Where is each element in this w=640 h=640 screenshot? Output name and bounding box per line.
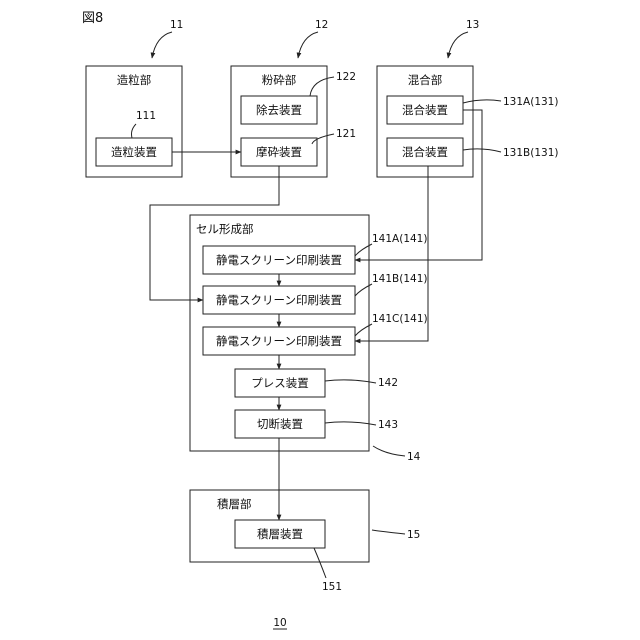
stacking-unit-ref: 15 — [407, 529, 420, 541]
printer-c-label: 静電スクリーン印刷装置 — [216, 334, 342, 348]
granulation-device-label: 造粒装置 — [111, 145, 157, 159]
mixer-b-ref: 131B(131) — [503, 147, 558, 159]
removal-device-label: 除去装置 — [256, 103, 302, 117]
stacking-unit-leader — [372, 530, 405, 534]
printer-c-ref: 141C(141) — [372, 313, 428, 325]
removal-device-ref: 122 — [336, 71, 356, 83]
grinding-unit-leader — [298, 32, 318, 58]
figure-number: 10 — [273, 617, 286, 629]
mixer-a-label: 混合装置 — [402, 103, 448, 117]
mixing-unit-ref: 13 — [466, 19, 479, 31]
printer-b-label: 静電スクリーン印刷装置 — [216, 293, 342, 307]
printer-b-ref: 141B(141) — [372, 273, 427, 285]
press-device-label: プレス装置 — [251, 376, 309, 390]
crusher-device-ref: 121 — [336, 128, 356, 140]
mixer-a-ref: 131A(131) — [503, 96, 558, 108]
grinding-unit: 粉砕部 除去装置 摩砕装置 — [231, 66, 327, 177]
printer-a-label: 静電スクリーン印刷装置 — [216, 253, 342, 267]
granulation-unit-title: 造粒部 — [117, 73, 152, 87]
mixing-unit-title: 混合部 — [408, 73, 443, 87]
mixer-b-label: 混合装置 — [402, 145, 448, 159]
cutter-device-ref: 143 — [378, 419, 398, 431]
stacking-device-label: 積層装置 — [257, 527, 303, 541]
stacking-device-ref: 151 — [322, 581, 342, 593]
press-device-ref: 142 — [378, 377, 398, 389]
granulation-unit: 造粒部 造粒装置 — [86, 66, 182, 177]
cell-forming-unit-ref: 14 — [407, 451, 421, 463]
grinding-unit-ref: 12 — [315, 19, 328, 31]
granulation-unit-leader — [152, 32, 172, 58]
cell-forming-unit-title: セル形成部 — [196, 222, 254, 236]
grinding-unit-title: 粉砕部 — [262, 73, 297, 87]
printer-a-ref: 141A(141) — [372, 233, 427, 245]
cutter-device-label: 切断装置 — [257, 417, 303, 431]
cell-forming-unit: セル形成部 静電スクリーン印刷装置 静電スクリーン印刷装置 静電スクリーン印刷装… — [190, 215, 369, 451]
granulation-unit-ref: 11 — [170, 19, 183, 31]
mixing-unit-leader — [448, 32, 468, 58]
stacking-unit-title: 積層部 — [217, 497, 252, 511]
mixing-unit: 混合部 混合装置 混合装置 — [377, 66, 473, 177]
granulation-device-ref: 111 — [136, 110, 156, 122]
figure-label: 図8 — [82, 11, 103, 26]
cell-forming-unit-leader — [373, 446, 405, 456]
crusher-device-label: 摩砕装置 — [256, 145, 302, 159]
